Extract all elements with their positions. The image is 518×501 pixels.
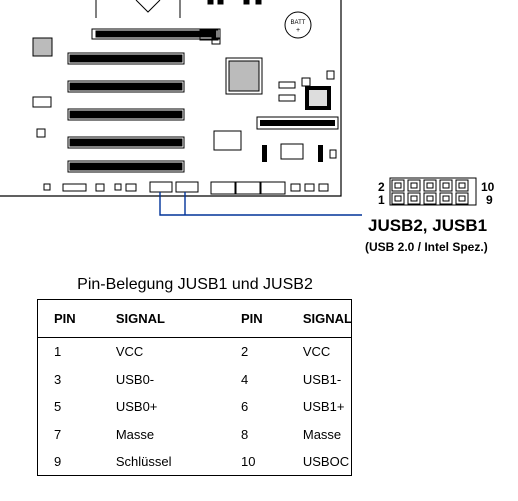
table-cell: USB1+	[302, 399, 345, 415]
board-outline	[0, 0, 342, 197]
pin-number: 10	[481, 180, 495, 194]
table-cell: 6	[241, 399, 249, 415]
table-cell: 2	[241, 344, 249, 360]
table-row: 9 Schlüssel 10 USBOC	[37, 448, 352, 476]
column-header: PIN	[37, 299, 108, 338]
pin-number: 2	[378, 180, 385, 194]
table-row: 5 USB0+ 6 USB1+	[37, 393, 352, 421]
lead-line	[159, 192, 362, 216]
connector-subtitle: (USB 2.0 / Intel Spez.)	[365, 240, 488, 254]
table-cell: 9	[54, 454, 62, 470]
table-cell: USB0+	[115, 399, 158, 415]
pin-number: 1	[378, 193, 385, 207]
battery-icon: BATT +	[284, 11, 312, 39]
table-cell: Masse	[302, 426, 342, 442]
ide-connector	[256, 116, 339, 130]
table-cell: 3	[54, 371, 62, 387]
table-header-row: PIN SIGNAL PIN SIGNAL	[37, 299, 352, 338]
table-title: Pin-Belegung JUSB1 und JUSB2	[77, 276, 313, 293]
table-cell: 10	[241, 454, 256, 470]
pci-slots	[67, 52, 185, 173]
bottom-headers	[43, 181, 329, 195]
table-cell: USB1-	[302, 371, 342, 387]
table-cell: Schlüssel	[115, 454, 172, 470]
column-header: SIGNAL	[107, 299, 223, 338]
chip-small	[32, 37, 53, 57]
column-header: SIGNAL	[294, 299, 352, 338]
usb-header-graphic	[389, 177, 477, 206]
battery-label: BATT	[291, 20, 306, 26]
table-cell: VCC	[115, 344, 144, 360]
pin-number: 9	[486, 193, 493, 207]
jumper	[32, 96, 52, 108]
table-row: 1 VCC 2 VCC	[37, 338, 352, 366]
table-cell: 1	[54, 344, 62, 360]
table-row: 3 USB0- 4 USB1-	[37, 366, 352, 394]
connector-title: JUSB2, JUSB1	[368, 216, 488, 235]
table-cell: 5	[54, 399, 62, 415]
table-cell: USBOC	[302, 454, 350, 470]
table-cell: USB0-	[115, 371, 155, 387]
top-slot	[91, 0, 262, 45]
column-header: PIN	[222, 299, 295, 338]
table-cell: 8	[241, 426, 249, 442]
io-chip	[305, 86, 331, 110]
jumper	[36, 128, 46, 138]
table-cell: VCC	[302, 344, 331, 360]
table-row: 7 Masse 8 Masse	[37, 421, 352, 449]
table-cell: 4	[241, 371, 249, 387]
table-cell: Masse	[115, 426, 155, 442]
pin-table: PIN SIGNAL PIN SIGNAL 1 VCC 2 VCC 3 USB0…	[37, 299, 352, 476]
table-cell: 7	[54, 426, 62, 442]
battery-sign: +	[296, 27, 300, 34]
chipset	[225, 57, 263, 95]
